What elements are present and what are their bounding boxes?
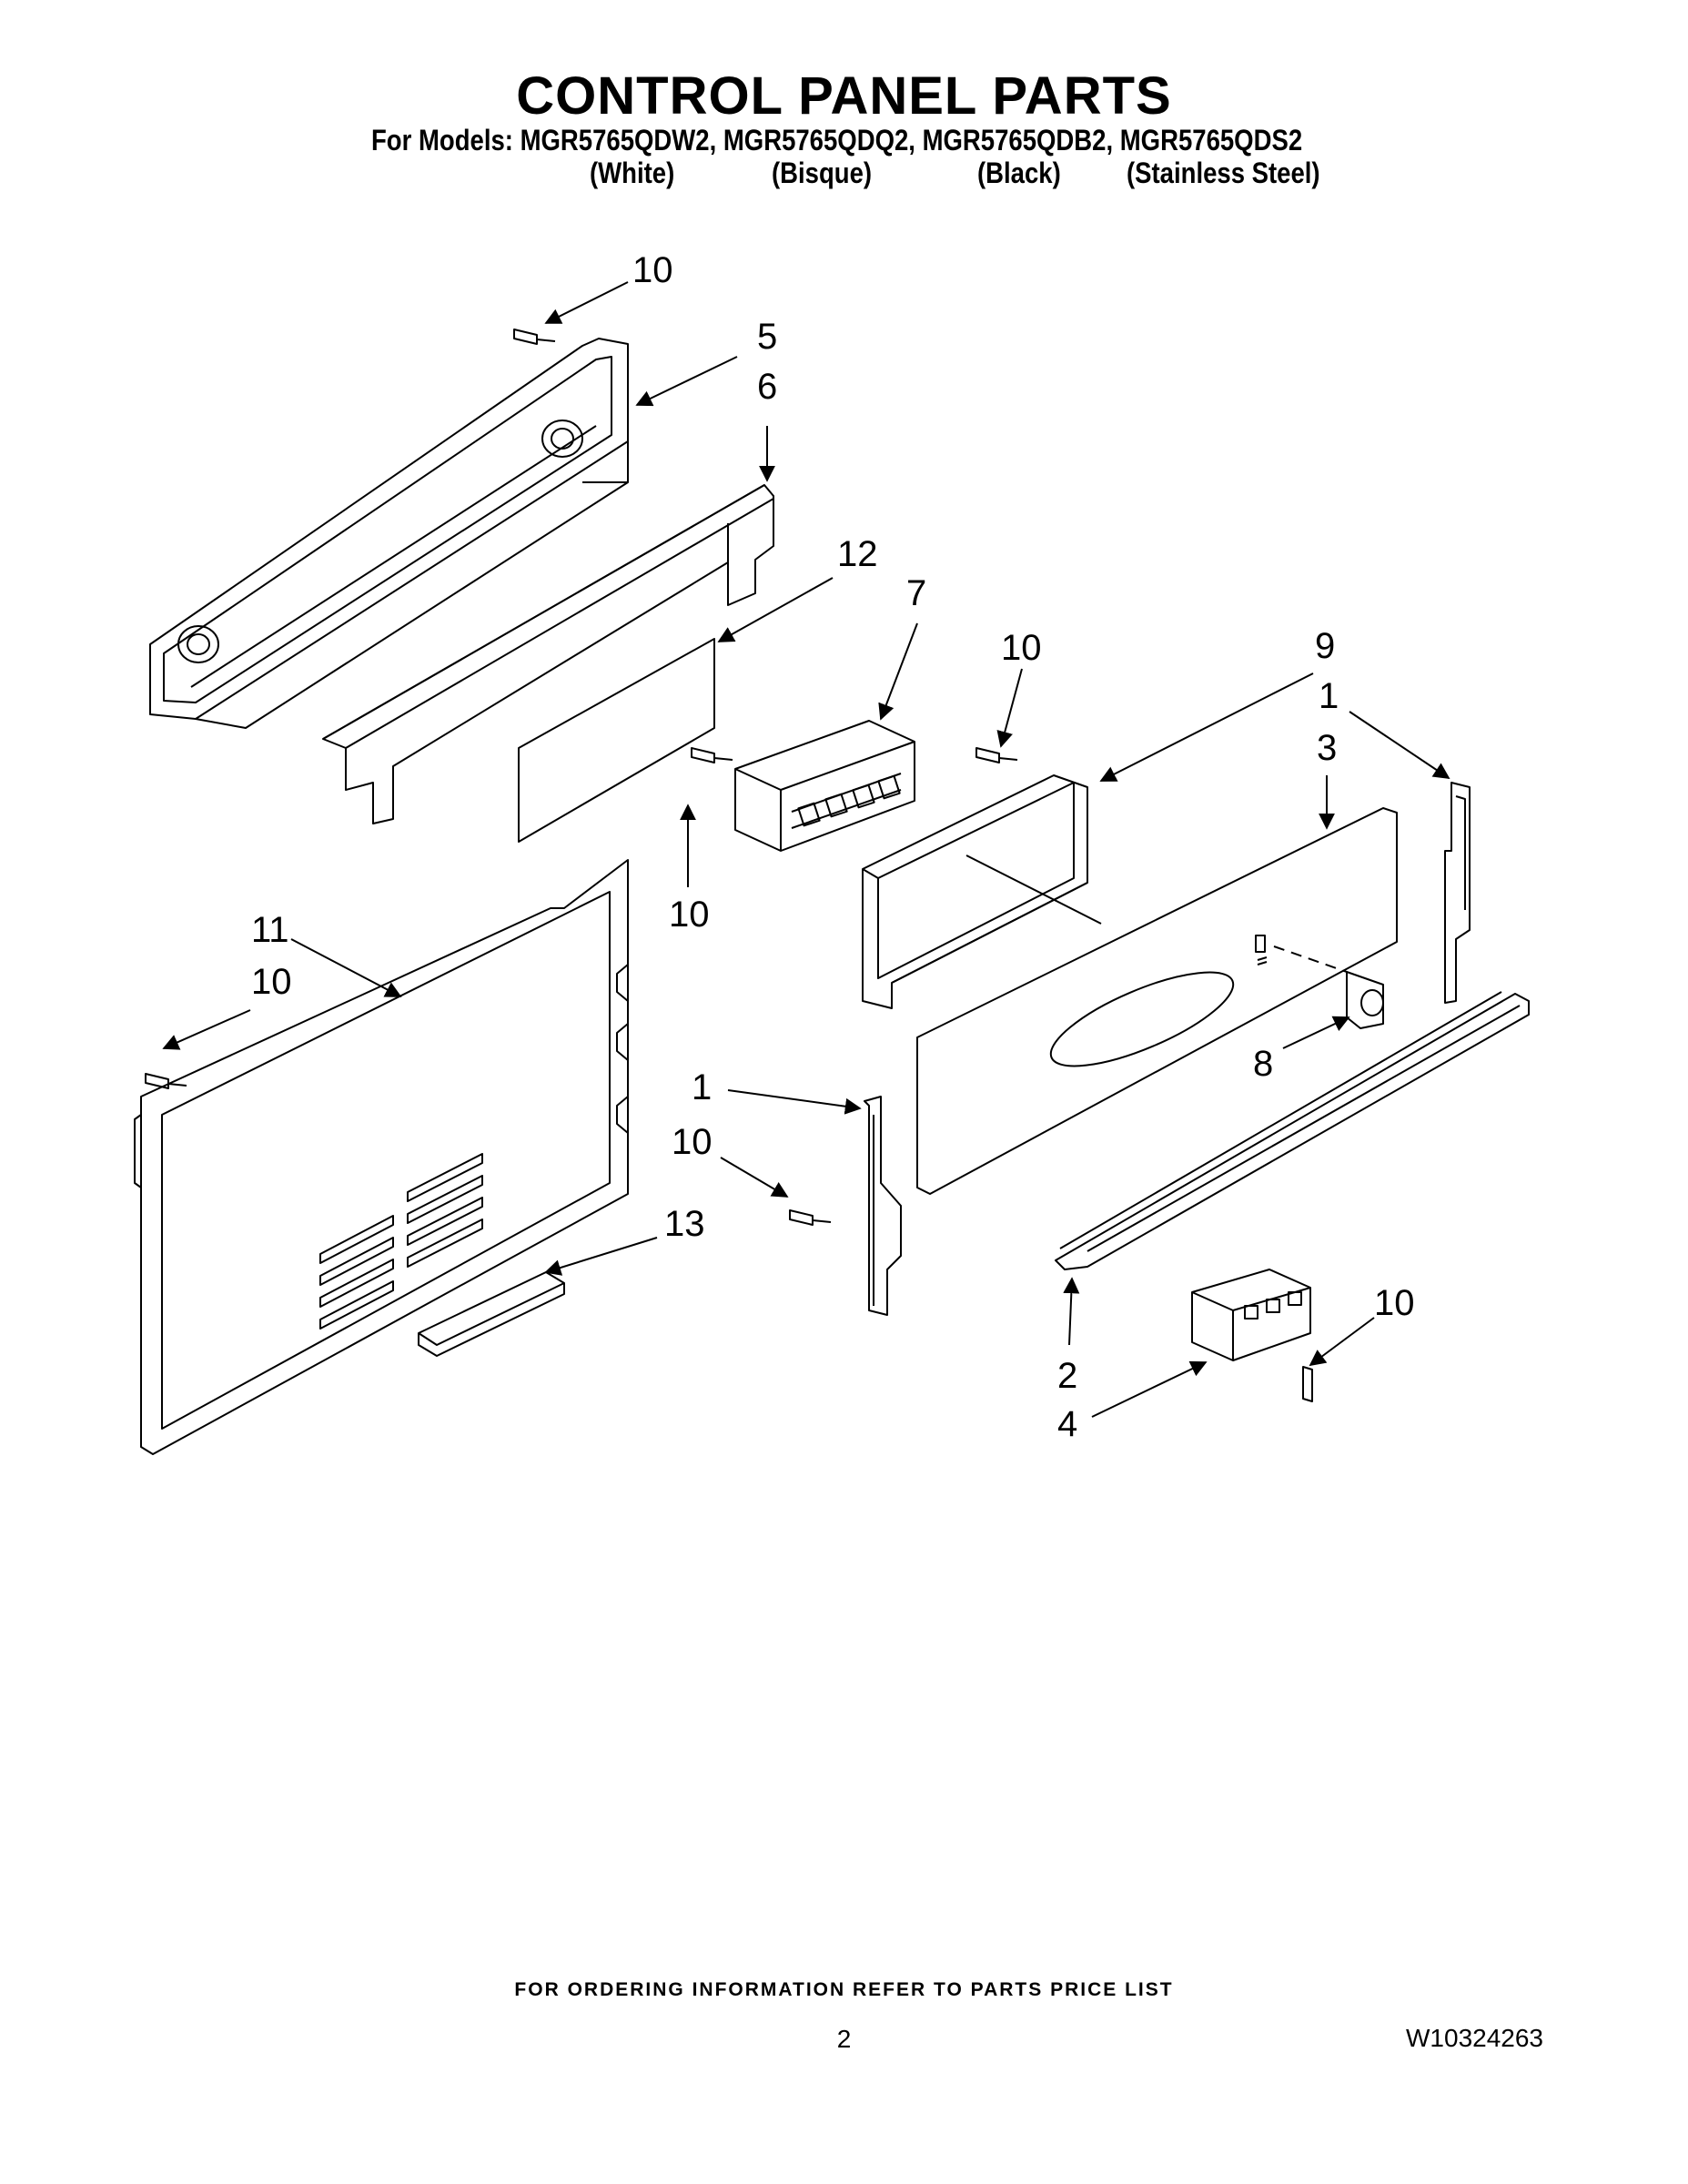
callout-label: 4 [1057,1404,1077,1444]
vent-slots [319,1153,483,1330]
callout-label: 10 [251,962,292,1002]
callout-label: 13 [664,1204,705,1244]
page-title: CONTROL PANEL PARTS [516,66,1172,126]
callout-label: 6 [757,367,777,407]
part-9-bezel [862,774,1102,1009]
part-1-end-bracket-left [864,1096,902,1316]
part-11-back-panel [134,859,629,1455]
part-3-control-panel [916,807,1398,1195]
part-13-strip [418,1271,565,1357]
callout-label: 7 [906,573,926,613]
part-8-switch [1346,971,1384,1029]
callout-label: 10 [672,1122,713,1162]
part-12-insulation [518,638,715,843]
ordering-note: FOR ORDERING INFORMATION REFER TO PARTS … [514,1979,1174,2000]
callout-label: 11 [251,910,289,950]
callout-label: 12 [837,534,878,574]
color-black: (Black) [977,157,1061,189]
part-1-end-bracket-right [1444,782,1471,1004]
part-2-trim [1055,991,1530,1270]
part-5-rear-bracket [149,338,629,729]
models-line: For Models: MGR5765QDW2, MGR5765QDQ2, MG… [371,124,1303,157]
callout-label: 10 [1374,1283,1415,1323]
page-number: 2 [836,2025,852,2053]
callout-label: 9 [1315,626,1335,666]
callout-label: 3 [1317,728,1337,768]
callout-label: 10 [1001,628,1042,668]
part-4-terminal-block [1191,1269,1311,1361]
callout-label: 10 [669,895,710,935]
part-7-electronic-control [734,720,915,852]
callout-label: 5 [757,317,777,357]
callout-label: 10 [632,250,673,290]
callout-label: 1 [692,1067,712,1107]
document-number: W10324263 [1406,2024,1544,2052]
part-6-channel [322,484,774,824]
color-white: (White) [590,157,675,189]
callout-label: 2 [1057,1356,1077,1396]
leader-arrows [162,281,1450,1418]
color-stainless-steel: (Stainless Steel) [1127,157,1320,189]
screws [145,329,1313,1402]
callout-label: 8 [1253,1044,1273,1084]
color-bisque: (Bisque) [772,157,873,189]
callout-labels: 10 5 6 12 7 10 9 1 3 10 11 10 1 8 10 13 … [251,250,1415,1444]
callout-label: 1 [1319,676,1339,716]
